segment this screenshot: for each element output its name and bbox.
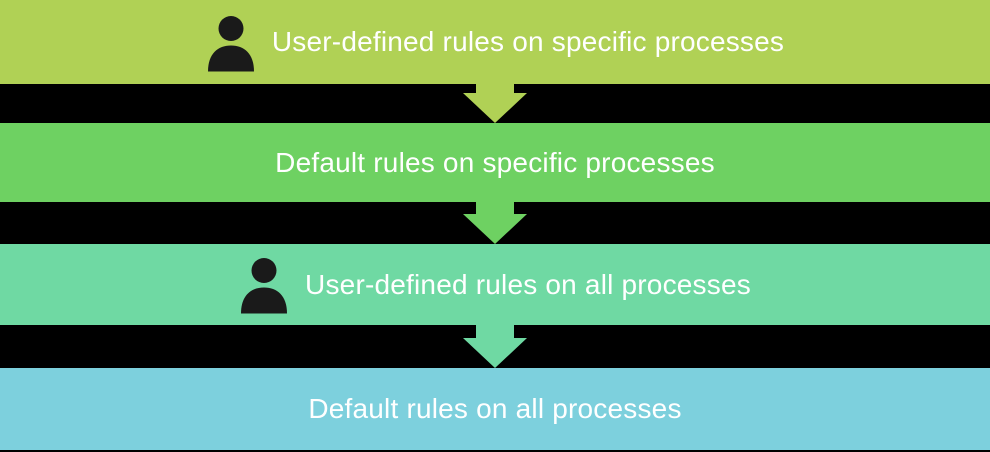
band-default-rules-specific-processes: Default rules on specific processes bbox=[0, 123, 990, 202]
band-label: Default rules on all processes bbox=[308, 393, 682, 424]
bottom-border bbox=[0, 450, 990, 452]
connector-gap bbox=[0, 325, 990, 368]
down-arrow-icon bbox=[463, 84, 527, 123]
band-label: Default rules on specific processes bbox=[275, 146, 715, 178]
connector-gap bbox=[0, 202, 990, 244]
band-user-rules-all-processes: User-defined rules on all processes bbox=[0, 244, 990, 325]
user-person-icon bbox=[206, 15, 256, 72]
connector-gap bbox=[0, 84, 990, 123]
band-label: User-defined rules on specific processes bbox=[271, 26, 785, 57]
user-person-icon bbox=[239, 257, 289, 314]
band-label: User-defined rules on all processes bbox=[305, 268, 751, 300]
band-user-rules-specific-processes: User-defined rules on specific processes bbox=[0, 0, 990, 84]
band-default-rules-all-processes: Default rules on all processes bbox=[0, 368, 990, 450]
down-arrow-icon bbox=[463, 202, 527, 244]
down-arrow-icon bbox=[463, 325, 527, 368]
